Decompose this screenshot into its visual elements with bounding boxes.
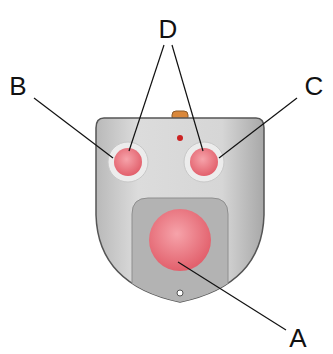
callout-letter: C — [305, 73, 324, 99]
button — [149, 209, 211, 271]
leader-line — [172, 45, 203, 151]
button — [190, 148, 218, 176]
callout-letter: D — [159, 16, 178, 42]
button — [114, 148, 142, 176]
leader-line — [129, 45, 164, 151]
lanyard-hole — [177, 290, 183, 296]
leader-line — [34, 98, 113, 158]
button-channel — [132, 198, 228, 320]
callout-letter: A — [289, 325, 306, 351]
leader-line — [178, 262, 286, 330]
led — [177, 135, 183, 141]
leader-line — [219, 98, 297, 158]
button-ring — [184, 142, 224, 182]
callout-letter: B — [9, 73, 26, 99]
button-ring — [108, 142, 148, 182]
